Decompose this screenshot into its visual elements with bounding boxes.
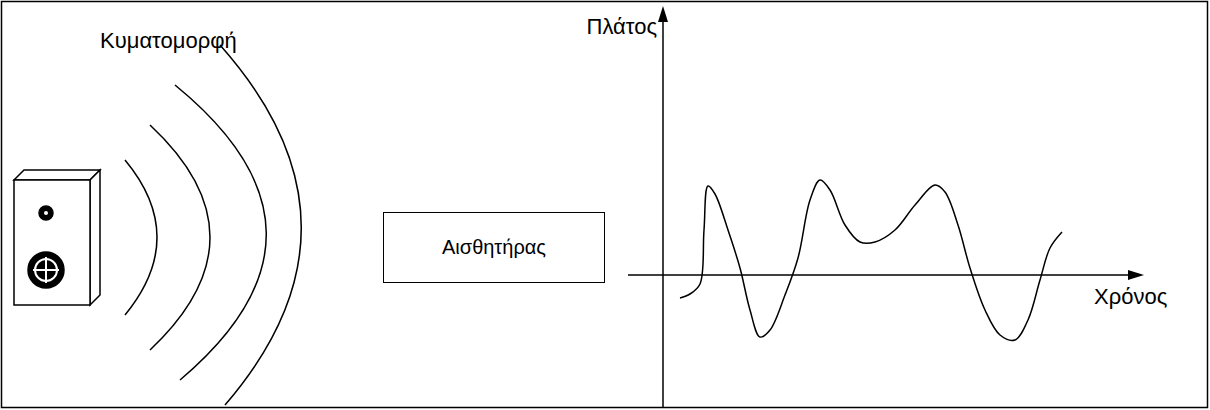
waveform-label: Κυματομορφή — [100, 28, 237, 53]
waveform-curve — [680, 180, 1062, 340]
box-label: Αισθητήρας — [442, 236, 546, 259]
axis-label: Πλάτος — [587, 14, 658, 39]
sound-waves — [125, 45, 301, 405]
axis-label: Χρόνος — [1094, 284, 1167, 309]
speaker-symbol — [14, 170, 100, 305]
waveform-curve — [680, 180, 1062, 340]
axes — [628, 6, 1144, 408]
sensor-box: Αισθητήρας — [383, 212, 605, 283]
